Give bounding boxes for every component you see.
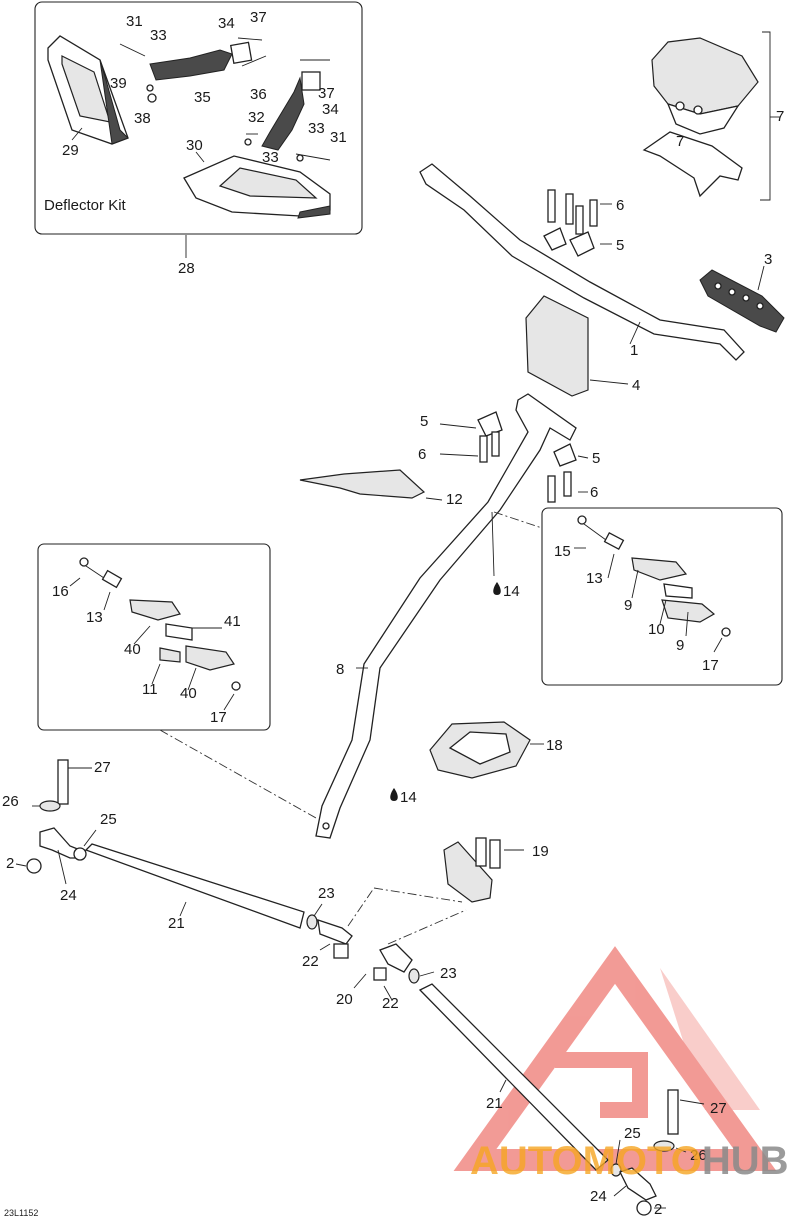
tie-rod-left-part [15,759,353,959]
callout-c22a: 22 [302,953,319,970]
callout-c26b: 26 [690,1147,707,1164]
callout-c32: 32 [248,109,265,126]
callout-c33c: 33 [262,149,279,166]
handlebar-part [419,163,745,361]
callout-c12: 12 [446,491,463,508]
deflector-kit-frame [34,1,363,235]
callout-c24b: 24 [590,1188,607,1205]
callout-c23b: 23 [440,965,457,982]
callout-c37a: 37 [250,9,267,26]
callout-c13a: 13 [586,570,603,587]
callout-c17a: 17 [702,657,719,674]
lubricant-drop-icon [493,582,501,595]
callout-c24a: 24 [60,887,77,904]
watermark-word-automoto: AUTOMOTO [470,1139,702,1183]
callout-c21a: 21 [168,915,185,932]
plate-part [299,469,443,501]
deflector-left-part [47,35,129,145]
riser-part [525,295,629,397]
callout-c34b: 34 [322,101,339,118]
deflector-kit-title: Deflector Kit [44,197,127,214]
callout-c29: 29 [62,142,79,159]
callout-c1: 1 [630,342,638,359]
bearing-left-parts [69,557,241,711]
callout-c25b: 25 [624,1125,641,1142]
callout-c37b: 37 [318,85,335,102]
callout-c5b: 5 [420,413,428,430]
callout-c11: 11 [142,681,158,698]
callout-c2a: 2 [6,855,14,872]
callout-c30: 30 [186,137,203,154]
callout-c40a: 40 [124,641,141,658]
callout-c17b: 17 [210,709,227,726]
callout-c31b: 31 [330,129,347,146]
callout-c6b: 6 [418,446,426,463]
callout-c2b: 2 [654,1201,662,1218]
callout-c35: 35 [194,89,211,106]
clamp-upper-part [543,189,612,257]
callout-c25a: 25 [100,811,117,828]
watermark-text: AUTOMOTOHUB [470,1139,789,1183]
callout-c21b: 21 [486,1095,503,1112]
callout-c6a: 6 [616,197,624,214]
callout-c33a: 33 [150,27,167,44]
callout-c6c: 6 [590,484,598,501]
callout-c14a: 14 [503,583,520,600]
lubricant-drop-icon [390,788,398,801]
callout-c5a: 5 [616,237,624,254]
steering-arm-part [347,837,524,945]
steering-column-part [315,393,577,839]
callout-c18: 18 [546,737,563,754]
handlebar-pad-part [642,31,780,201]
callout-c4: 4 [632,377,640,394]
callout-c41: 41 [224,613,241,630]
callout-c5c: 5 [592,450,600,467]
bracket-upper-part [119,37,267,103]
tie-rod-right-part [353,943,705,1216]
callout-c8: 8 [336,661,344,678]
cover-part [429,721,544,779]
callout-c14b: 14 [400,789,417,806]
callout-c38: 38 [134,110,151,127]
bearing-inset-left-frame [37,543,271,731]
watermark-word-hub: HUB [702,1139,789,1183]
drawing-number: 23L1152 [4,1208,38,1218]
bearing-right-parts [574,515,731,653]
callout-c20: 20 [336,991,353,1008]
callout-c27b: 27 [710,1100,727,1117]
callout-c39: 39 [110,75,127,92]
automotohub-logo [453,946,777,1171]
grip-part [699,265,785,333]
callout-c33b: 33 [308,120,325,137]
bracket-lower-part [244,59,331,162]
callout-c16: 16 [52,583,69,600]
callout-c34a: 34 [218,15,235,32]
deflector-right-part [183,155,331,219]
callout-c22b: 22 [382,995,399,1012]
callout-c13b: 13 [86,609,103,626]
callout-c19: 19 [532,843,549,860]
callout-c7b: 7 [676,133,684,150]
callout-c40b: 40 [180,685,197,702]
callout-c28: 28 [178,260,195,277]
callout-c9a: 9 [624,597,632,614]
clamp-middle-part [439,411,589,503]
callout-c31a: 31 [126,13,143,30]
callout-c7a: 7 [776,108,784,125]
callout-c15: 15 [554,543,571,560]
callout-c10: 10 [648,621,665,638]
callout-c3: 3 [764,251,772,268]
bearing-inset-right-frame [541,507,783,686]
callout-c9b: 9 [676,637,684,654]
callout-c36: 36 [250,86,267,103]
callout-c26a: 26 [2,793,19,810]
callout-c23a: 23 [318,885,335,902]
callout-c27a: 27 [94,759,111,776]
